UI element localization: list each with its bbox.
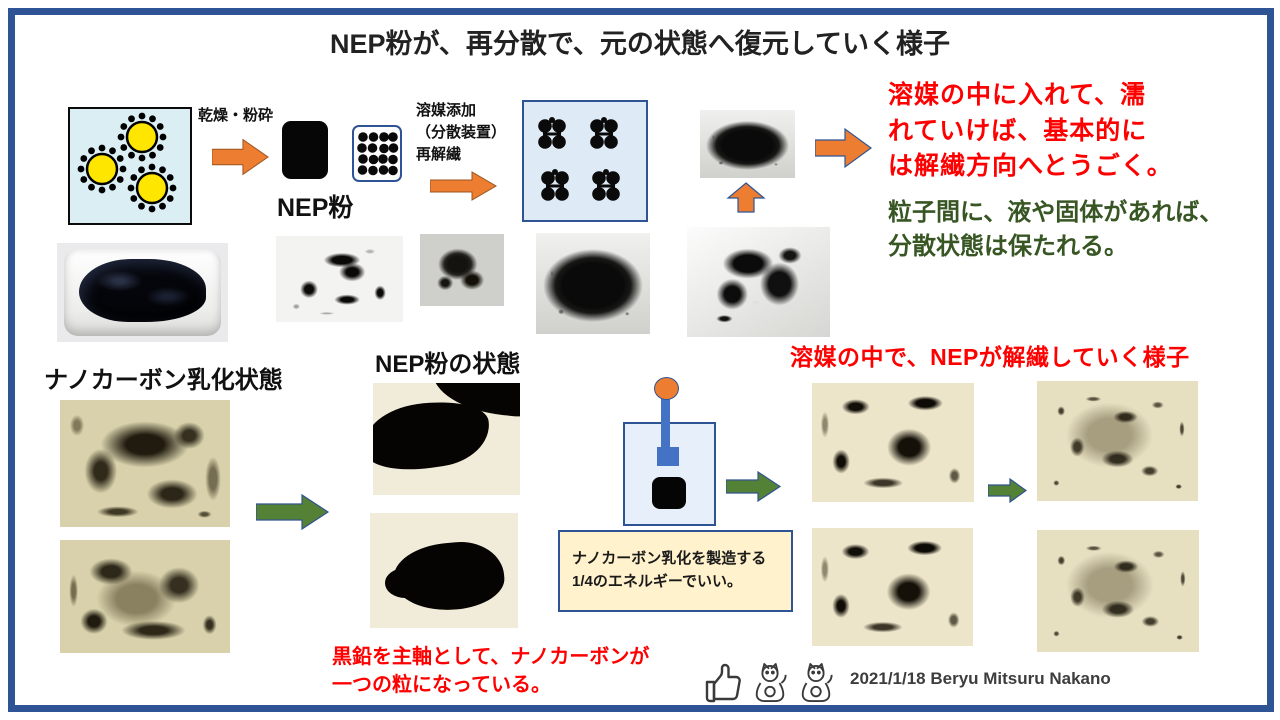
energy-note: ナノカーボン乳化を製造する 1/4のエネルギーでいい。 <box>558 530 793 612</box>
photo-dried-chunk <box>420 234 504 306</box>
thumbs-up-icon <box>705 663 741 703</box>
micrograph-nep-grain-2 <box>370 513 518 628</box>
nep-grain-box <box>352 125 402 182</box>
disperser-motor-knob <box>654 377 679 400</box>
green-arrow-right-icon <box>256 492 330 532</box>
photo-nep-powder-pile-small <box>700 110 795 178</box>
micrograph-emulsion-1 <box>60 400 230 527</box>
solvent-add-label: 溶媒添加 （分散装置） 再解繊 <box>416 102 507 163</box>
nep-state-label: NEP粉の状態 <box>375 351 521 378</box>
disperser-head <box>657 447 679 466</box>
credit-text: 2021/1/18 Beryu Mitsuru Nakano <box>850 669 1111 688</box>
maneki-neko-icon <box>755 663 787 703</box>
footer-icons <box>703 659 835 706</box>
orange-arrow-right-icon <box>212 136 270 178</box>
orange-arrow-right-icon <box>430 170 498 202</box>
micrograph-defibrated-1 <box>1037 381 1198 501</box>
emulsion-diagram-box <box>68 107 192 225</box>
between-particles-note: 粒子間に、液や固体があれば、 分散状態は保たれる。 <box>888 199 1224 260</box>
orange-arrow-right-icon <box>815 126 873 170</box>
graphite-note: 黒鉛を主軸として、ナノカーボンが 一つの粒になっている。 <box>332 646 650 696</box>
emulsion-state-label: ナノカーボン乳化状態 <box>44 367 283 394</box>
emulsion-particles-icon <box>76 111 178 214</box>
photo-dried-chunks <box>276 236 403 322</box>
micrograph-nep-grain-1 <box>373 383 520 495</box>
micrograph-emulsion-2 <box>60 540 230 653</box>
nep-powder-block <box>282 121 328 179</box>
orange-arrow-up-icon <box>726 182 766 213</box>
redispersed-clusters-box <box>522 100 648 222</box>
nep-grain-dots-icon <box>357 132 399 176</box>
black-paste-blob <box>79 258 206 323</box>
nep-powder-label: NEP粉 <box>277 194 354 222</box>
micrograph-defibrated-2 <box>1037 530 1199 652</box>
page-title: NEP粉が、再分散で、元の状態へ復元していく様子 <box>329 29 951 59</box>
micrograph-defibrating-2 <box>812 528 973 646</box>
green-arrow-right-icon <box>988 477 1028 504</box>
maneki-neko-icon <box>801 663 833 703</box>
black-grain-bump <box>384 568 427 599</box>
slide-border <box>8 8 1274 712</box>
nep-sample-block <box>652 477 686 509</box>
disperser-shaft <box>661 396 670 458</box>
dry-crush-label: 乾燥・粉砕 <box>198 107 274 124</box>
photo-nep-powder-pile <box>536 233 650 334</box>
particle-clusters-icon <box>538 117 620 201</box>
photo-rewetted-flake <box>687 227 830 337</box>
green-arrow-right-icon <box>726 470 782 503</box>
micrograph-defibrating-1 <box>812 383 974 502</box>
photo-wet-paste-tray <box>57 243 228 342</box>
wetting-note: 溶媒の中に入れて、濡 れていけば、基本的に は解繊方向へとうごく。 <box>888 81 1173 180</box>
defibration-heading: 溶媒の中で、NEPが解繊していく様子 <box>790 344 1190 370</box>
